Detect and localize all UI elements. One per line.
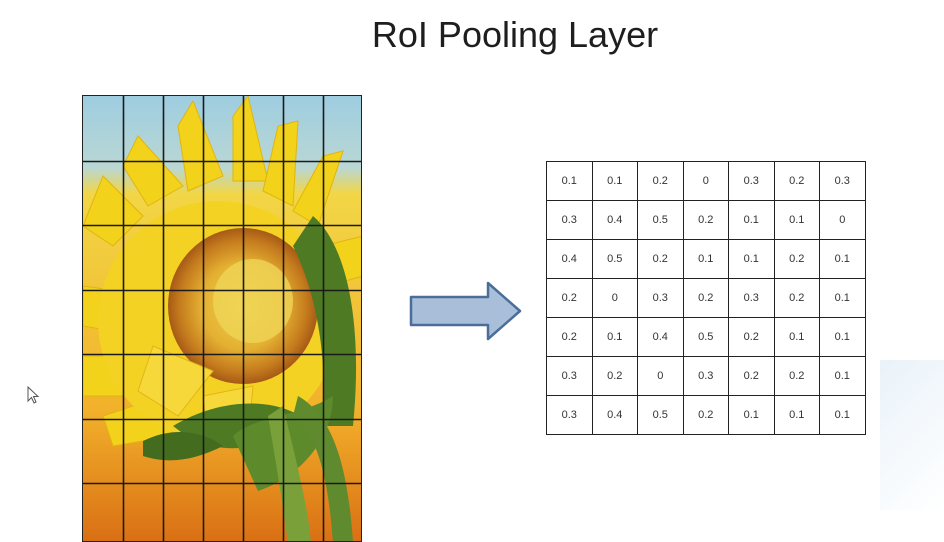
matrix-cell: 0.3 [728,278,775,318]
matrix-cell: 0.2 [728,356,775,396]
matrix-cell: 0.2 [682,278,729,318]
matrix-cell: 0.1 [819,317,866,357]
matrix-cell: 0.5 [637,395,684,435]
matrix-cell: 0.2 [682,200,729,240]
matrix-cell: 0.5 [637,200,684,240]
matrix-cell: 0.1 [819,356,866,396]
matrix-cell: 0.2 [546,317,593,357]
matrix-cell: 0.5 [682,317,729,357]
screen-glare [880,360,944,510]
matrix-cell: 0.2 [773,278,820,318]
sunflower-illustration [83,96,361,541]
matrix-cell: 0.2 [773,239,820,279]
mouse-cursor-icon [27,386,40,404]
matrix-cell: 0.3 [546,200,593,240]
matrix-cell: 0.1 [591,161,638,201]
matrix-cell: 0.1 [728,200,775,240]
matrix-cell: 0.2 [728,317,775,357]
slide-title: RoI Pooling Layer [371,14,659,55]
matrix-cell: 0.3 [546,395,593,435]
matrix-cell: 0.1 [773,317,820,357]
matrix-cell: 0.2 [637,161,684,201]
matrix-cell: 0.2 [637,239,684,279]
matrix-cell: 0.3 [682,356,729,396]
matrix-cell: 0.1 [546,161,593,201]
matrix-cell: 0.1 [682,239,729,279]
matrix-cell: 0.2 [591,356,638,396]
matrix-cell: 0.1 [819,239,866,279]
matrix-cell: 0.2 [546,278,593,318]
matrix-cell: 0.2 [773,356,820,396]
region-grid-overlay [83,96,361,541]
matrix-cell: 0.3 [546,356,593,396]
matrix-cell: 0.5 [591,239,638,279]
matrix-cell: 0 [591,278,638,318]
right-arrow-icon [409,281,522,341]
matrix-cell: 0.1 [728,395,775,435]
matrix-cell: 0.1 [819,278,866,318]
matrix-cell: 0 [682,161,729,201]
matrix-cell: 0.4 [591,395,638,435]
matrix-cell: 0 [637,356,684,396]
matrix-cell: 0.1 [819,395,866,435]
matrix-cell: 0.3 [819,161,866,201]
matrix-cell: 0.2 [682,395,729,435]
matrix-cell: 0.3 [728,161,775,201]
matrix-cell: 0.1 [591,317,638,357]
matrix-cell: 0.4 [637,317,684,357]
matrix-cell: 0.4 [591,200,638,240]
matrix-cell: 0.4 [546,239,593,279]
matrix-cell: 0.1 [773,395,820,435]
matrix-cell: 0 [819,200,866,240]
matrix-cell: 0.2 [773,161,820,201]
matrix-cell: 0.1 [728,239,775,279]
matrix-cell: 0.1 [773,200,820,240]
sunflower-image [82,95,362,542]
matrix-cell: 0.3 [637,278,684,318]
